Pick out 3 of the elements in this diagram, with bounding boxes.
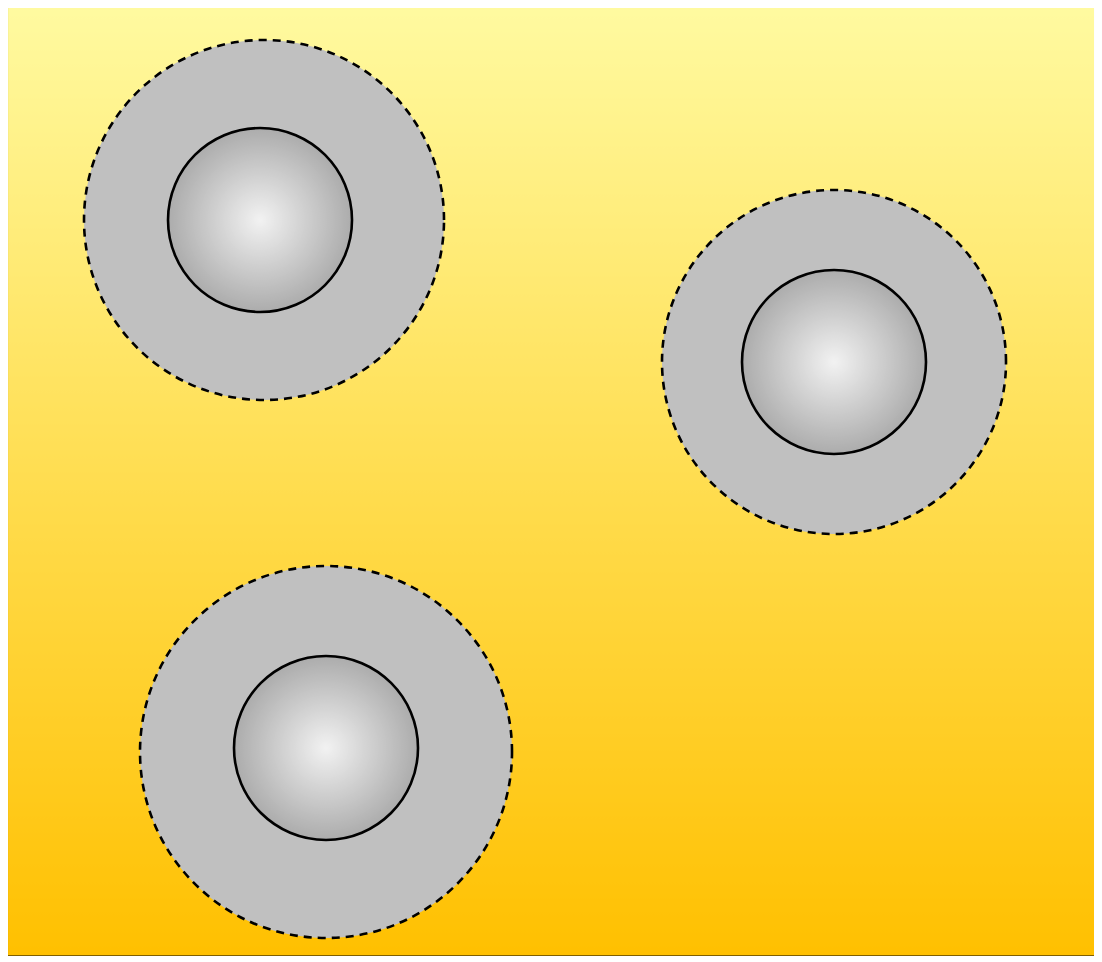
inner-sphere (740, 268, 928, 456)
inner-sphere (166, 126, 354, 314)
inner-sphere (232, 654, 420, 842)
